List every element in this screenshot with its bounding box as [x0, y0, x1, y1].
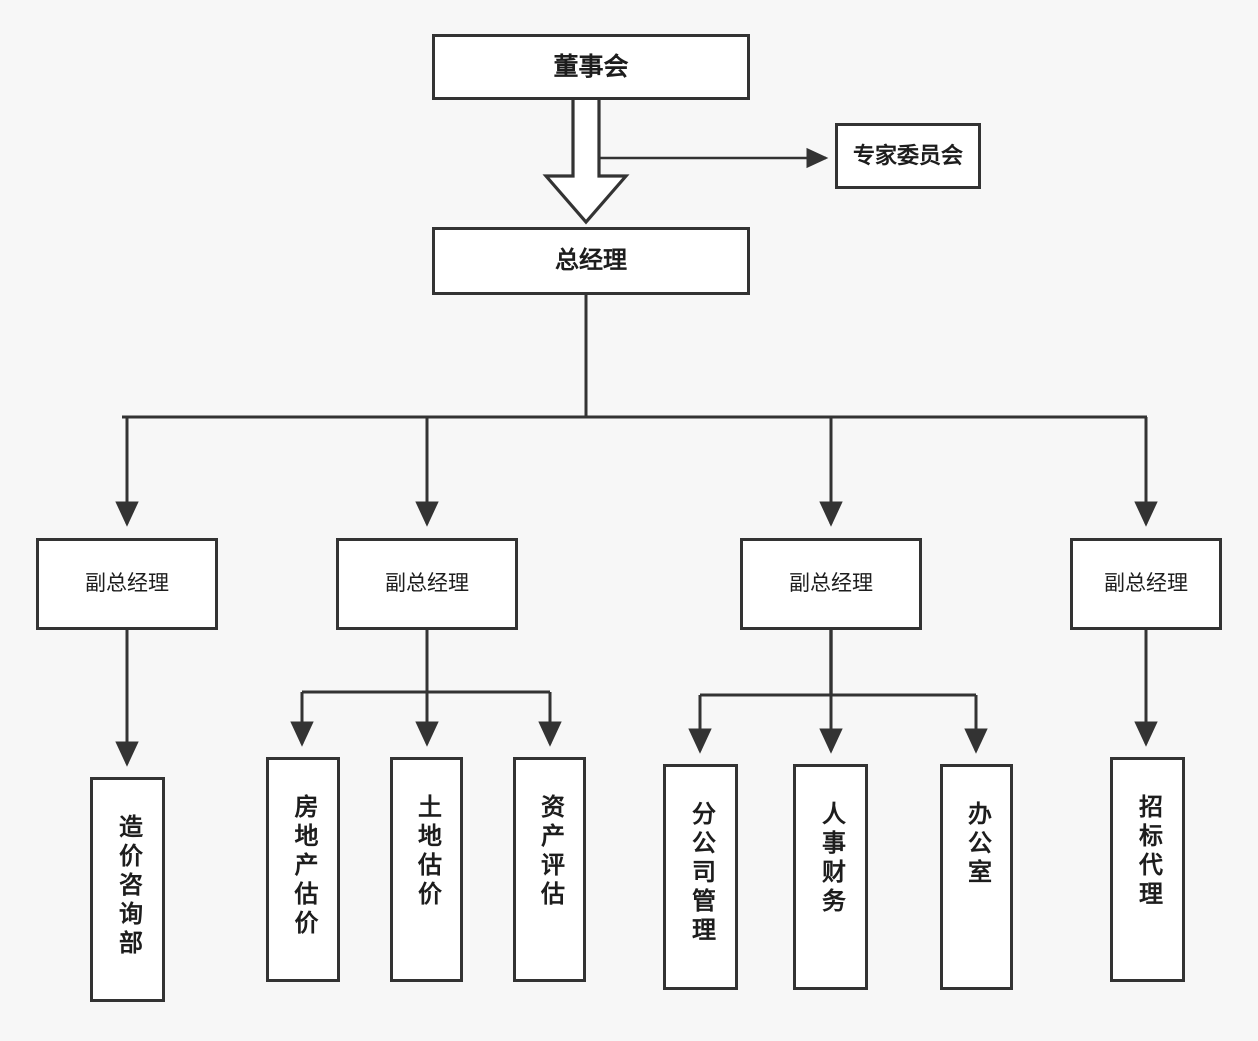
node-department-real-estate-appraisal[interactable]: 房地产估价 [266, 757, 340, 982]
node-department-asset-evaluation[interactable]: 资产评估 [513, 757, 586, 982]
node-deputy-manager-3-label: 副总经理 [789, 572, 873, 596]
node-department-cost-consulting-label: 造价咨询部 [114, 814, 142, 959]
node-department-branch-management-label: 分公司管理 [687, 801, 715, 946]
node-deputy-manager-1[interactable]: 副总经理 [36, 538, 218, 630]
node-department-office[interactable]: 办公室 [940, 764, 1013, 990]
node-department-branch-management[interactable]: 分公司管理 [663, 764, 738, 990]
node-deputy-manager-2[interactable]: 副总经理 [336, 538, 518, 630]
node-department-hr-finance-label: 人事财务 [817, 801, 845, 917]
node-department-cost-consulting[interactable]: 造价咨询部 [90, 777, 165, 1002]
node-deputy-manager-4-label: 副总经理 [1104, 572, 1188, 596]
node-deputy-manager-2-label: 副总经理 [385, 572, 469, 596]
node-department-asset-evaluation-label: 资产评估 [536, 794, 564, 910]
node-general-manager[interactable]: 总经理 [432, 227, 750, 295]
edge-board-to-general-manager-block-arrow [542, 100, 630, 225]
node-department-hr-finance[interactable]: 人事财务 [793, 764, 868, 990]
edge-general-manager-to-bus [122, 295, 1147, 419]
edge-deputy-2-to-departments [290, 630, 562, 747]
node-general-manager-label: 总经理 [555, 247, 627, 275]
edge-deputy-3-to-departments [688, 630, 988, 754]
node-board[interactable]: 董事会 [432, 34, 750, 100]
node-department-office-label: 办公室 [963, 801, 991, 888]
node-board-label: 董事会 [553, 52, 629, 81]
node-deputy-manager-1-label: 副总经理 [85, 572, 169, 596]
node-deputy-manager-4[interactable]: 副总经理 [1070, 538, 1222, 630]
node-department-bidding-agency[interactable]: 招标代理 [1110, 757, 1185, 982]
node-department-land-appraisal[interactable]: 土地估价 [390, 757, 463, 982]
node-department-land-appraisal-label: 土地估价 [413, 794, 441, 910]
node-expert-committee[interactable]: 专家委员会 [835, 123, 981, 189]
node-deputy-manager-3[interactable]: 副总经理 [740, 538, 922, 630]
node-department-real-estate-appraisal-label: 房地产估价 [290, 794, 317, 939]
node-department-bidding-agency-label: 招标代理 [1134, 794, 1162, 910]
node-expert-committee-label: 专家委员会 [852, 143, 963, 169]
